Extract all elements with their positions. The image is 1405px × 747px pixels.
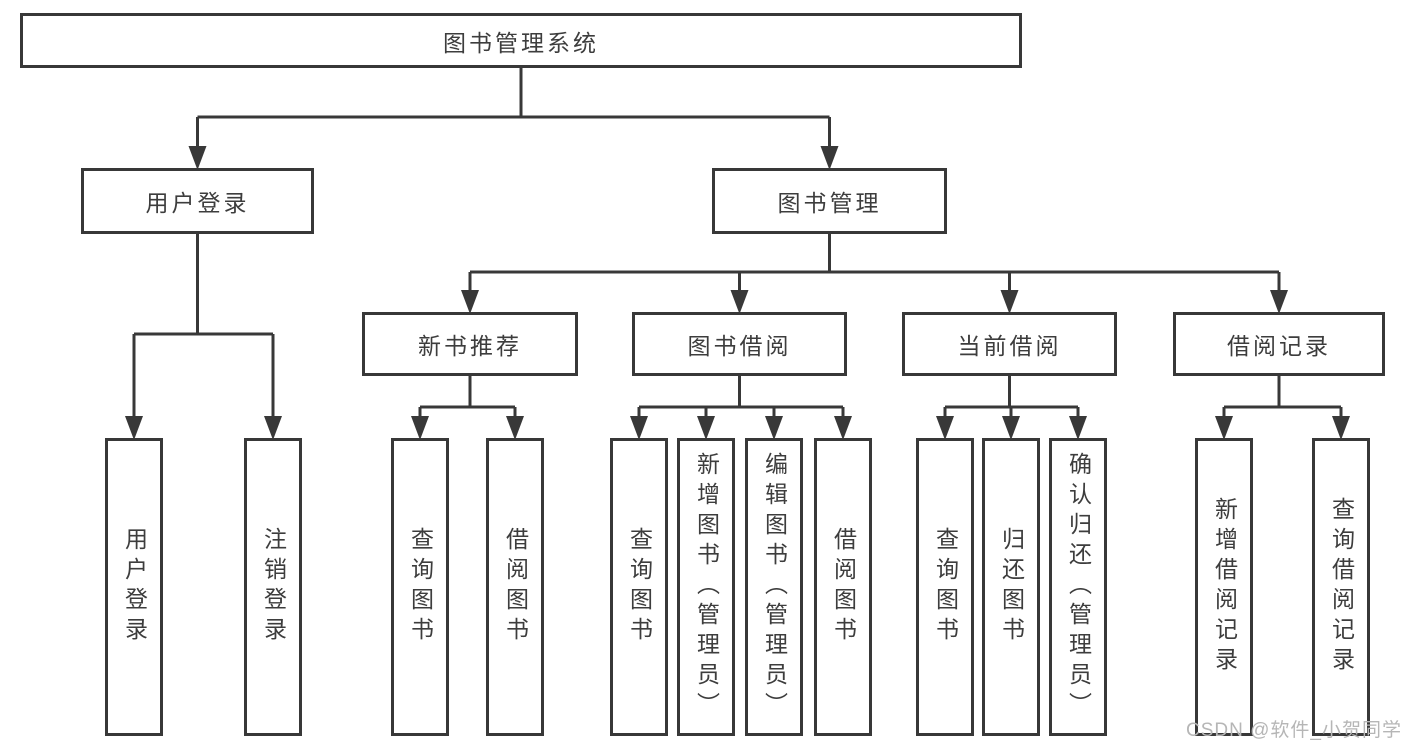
leaf-query-borrow-record: 查询借阅记录 (1312, 438, 1370, 736)
leaf-borrow-books-recommend-label: 借阅图书 (502, 527, 529, 647)
node-new-book-recommend: 新书推荐 (362, 312, 578, 376)
leaf-borrow-books-recommend: 借阅图书 (486, 438, 544, 736)
leaf-add-borrow-record: 新增借阅记录 (1195, 438, 1253, 736)
leaf-query-borrow-record-label: 查询借阅记录 (1328, 497, 1355, 677)
leaf-borrow-books: 借阅图书 (814, 438, 872, 736)
leaf-user-login: 用户登录 (105, 438, 163, 736)
leaf-query-books-recommend: 查询图书 (391, 438, 449, 736)
leaf-add-book-admin-label: 新增图书（管理员） (693, 452, 720, 722)
leaf-user-login-label: 用户登录 (121, 527, 148, 647)
leaf-logout-label: 注销登录 (260, 527, 287, 647)
leaf-borrow-books-label: 借阅图书 (830, 527, 857, 647)
node-borrow-records: 借阅记录 (1173, 312, 1385, 376)
leaf-add-borrow-record-label: 新增借阅记录 (1211, 497, 1238, 677)
leaf-return-books-label: 归还图书 (998, 527, 1025, 647)
leaf-query-books-recommend-label: 查询图书 (407, 527, 434, 647)
leaf-confirm-return-admin: 确认归还（管理员） (1049, 438, 1107, 736)
leaf-confirm-return-admin-label: 确认归还（管理员） (1065, 452, 1092, 722)
leaf-query-books-borrowing: 查询图书 (610, 438, 668, 736)
leaf-query-books-current-label: 查询图书 (932, 527, 959, 647)
leaf-edit-book-admin: 编辑图书（管理员） (745, 438, 803, 736)
node-root-system: 图书管理系统 (20, 13, 1022, 68)
leaf-logout: 注销登录 (244, 438, 302, 736)
leaf-query-books-borrowing-label: 查询图书 (626, 527, 653, 647)
node-current-borrowing: 当前借阅 (902, 312, 1117, 376)
leaf-return-books: 归还图书 (982, 438, 1040, 736)
node-book-borrowing: 图书借阅 (632, 312, 847, 376)
node-user-login: 用户登录 (81, 168, 314, 234)
leaf-edit-book-admin-label: 编辑图书（管理员） (761, 452, 788, 722)
watermark: CSDN @软件_小贺同学 (1186, 720, 1402, 741)
leaf-query-books-current: 查询图书 (916, 438, 974, 736)
leaf-add-book-admin: 新增图书（管理员） (677, 438, 735, 736)
node-book-management: 图书管理 (712, 168, 947, 234)
